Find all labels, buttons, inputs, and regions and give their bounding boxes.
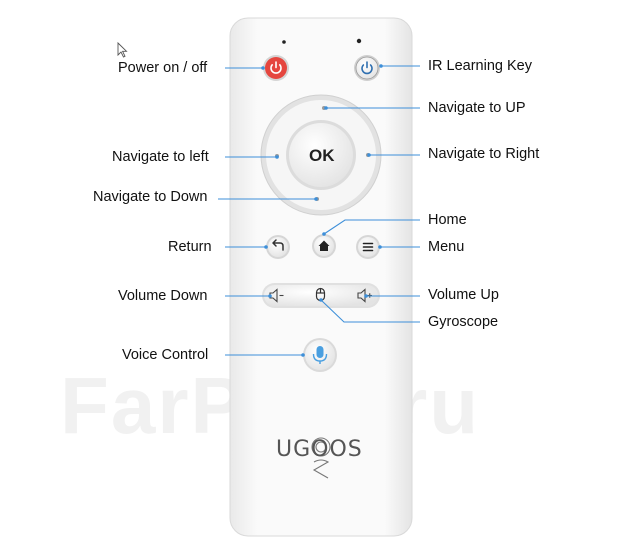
label-nav-up: Navigate to UP [428, 100, 526, 116]
label-nav-left: Navigate to left [112, 149, 209, 165]
menu-button[interactable] [356, 235, 380, 259]
label-voice-control: Voice Control [122, 347, 209, 363]
ir-learning-button[interactable] [354, 55, 380, 81]
power-button[interactable] [263, 55, 289, 81]
label-nav-right: Navigate to Right [428, 146, 540, 162]
leader-gyroscope [320, 299, 420, 323]
ir-power-icon [361, 64, 373, 75]
ok-button[interactable] [286, 120, 356, 190]
label-nav-down: Navigate to Down [93, 189, 208, 205]
leader-home [323, 219, 420, 235]
indicator-dot-left [282, 40, 286, 44]
indicator-dot-right [356, 38, 362, 44]
ok-label: OK [309, 146, 335, 165]
volume-bar[interactable] [262, 283, 380, 308]
power-icon [270, 64, 282, 74]
ugoos-logo-mark [311, 437, 331, 479]
label-home: Home [428, 212, 467, 228]
mouse-cursor-icon [117, 41, 128, 58]
label-volume-up: Volume Up [428, 287, 499, 303]
brand-label: UGOOS [276, 437, 363, 462]
label-menu: Menu [428, 239, 465, 255]
menu-icon [362, 242, 374, 252]
home-icon [318, 240, 330, 251]
leader-lines [218, 65, 420, 356]
voice-button[interactable] [303, 338, 337, 372]
leader-endpoints [261, 64, 383, 357]
label-return: Return [168, 239, 212, 255]
home-button[interactable] [312, 234, 336, 258]
label-volume-down: Volume Down [118, 288, 208, 304]
microphone-icon [312, 346, 328, 364]
volume-down-icon[interactable] [269, 288, 284, 303]
label-gyroscope: Gyroscope [428, 314, 499, 330]
return-button[interactable] [266, 235, 290, 259]
label-power: Power on / off [118, 60, 208, 76]
return-icon [272, 239, 284, 251]
label-ir-learning: IR Learning Key [428, 58, 532, 74]
